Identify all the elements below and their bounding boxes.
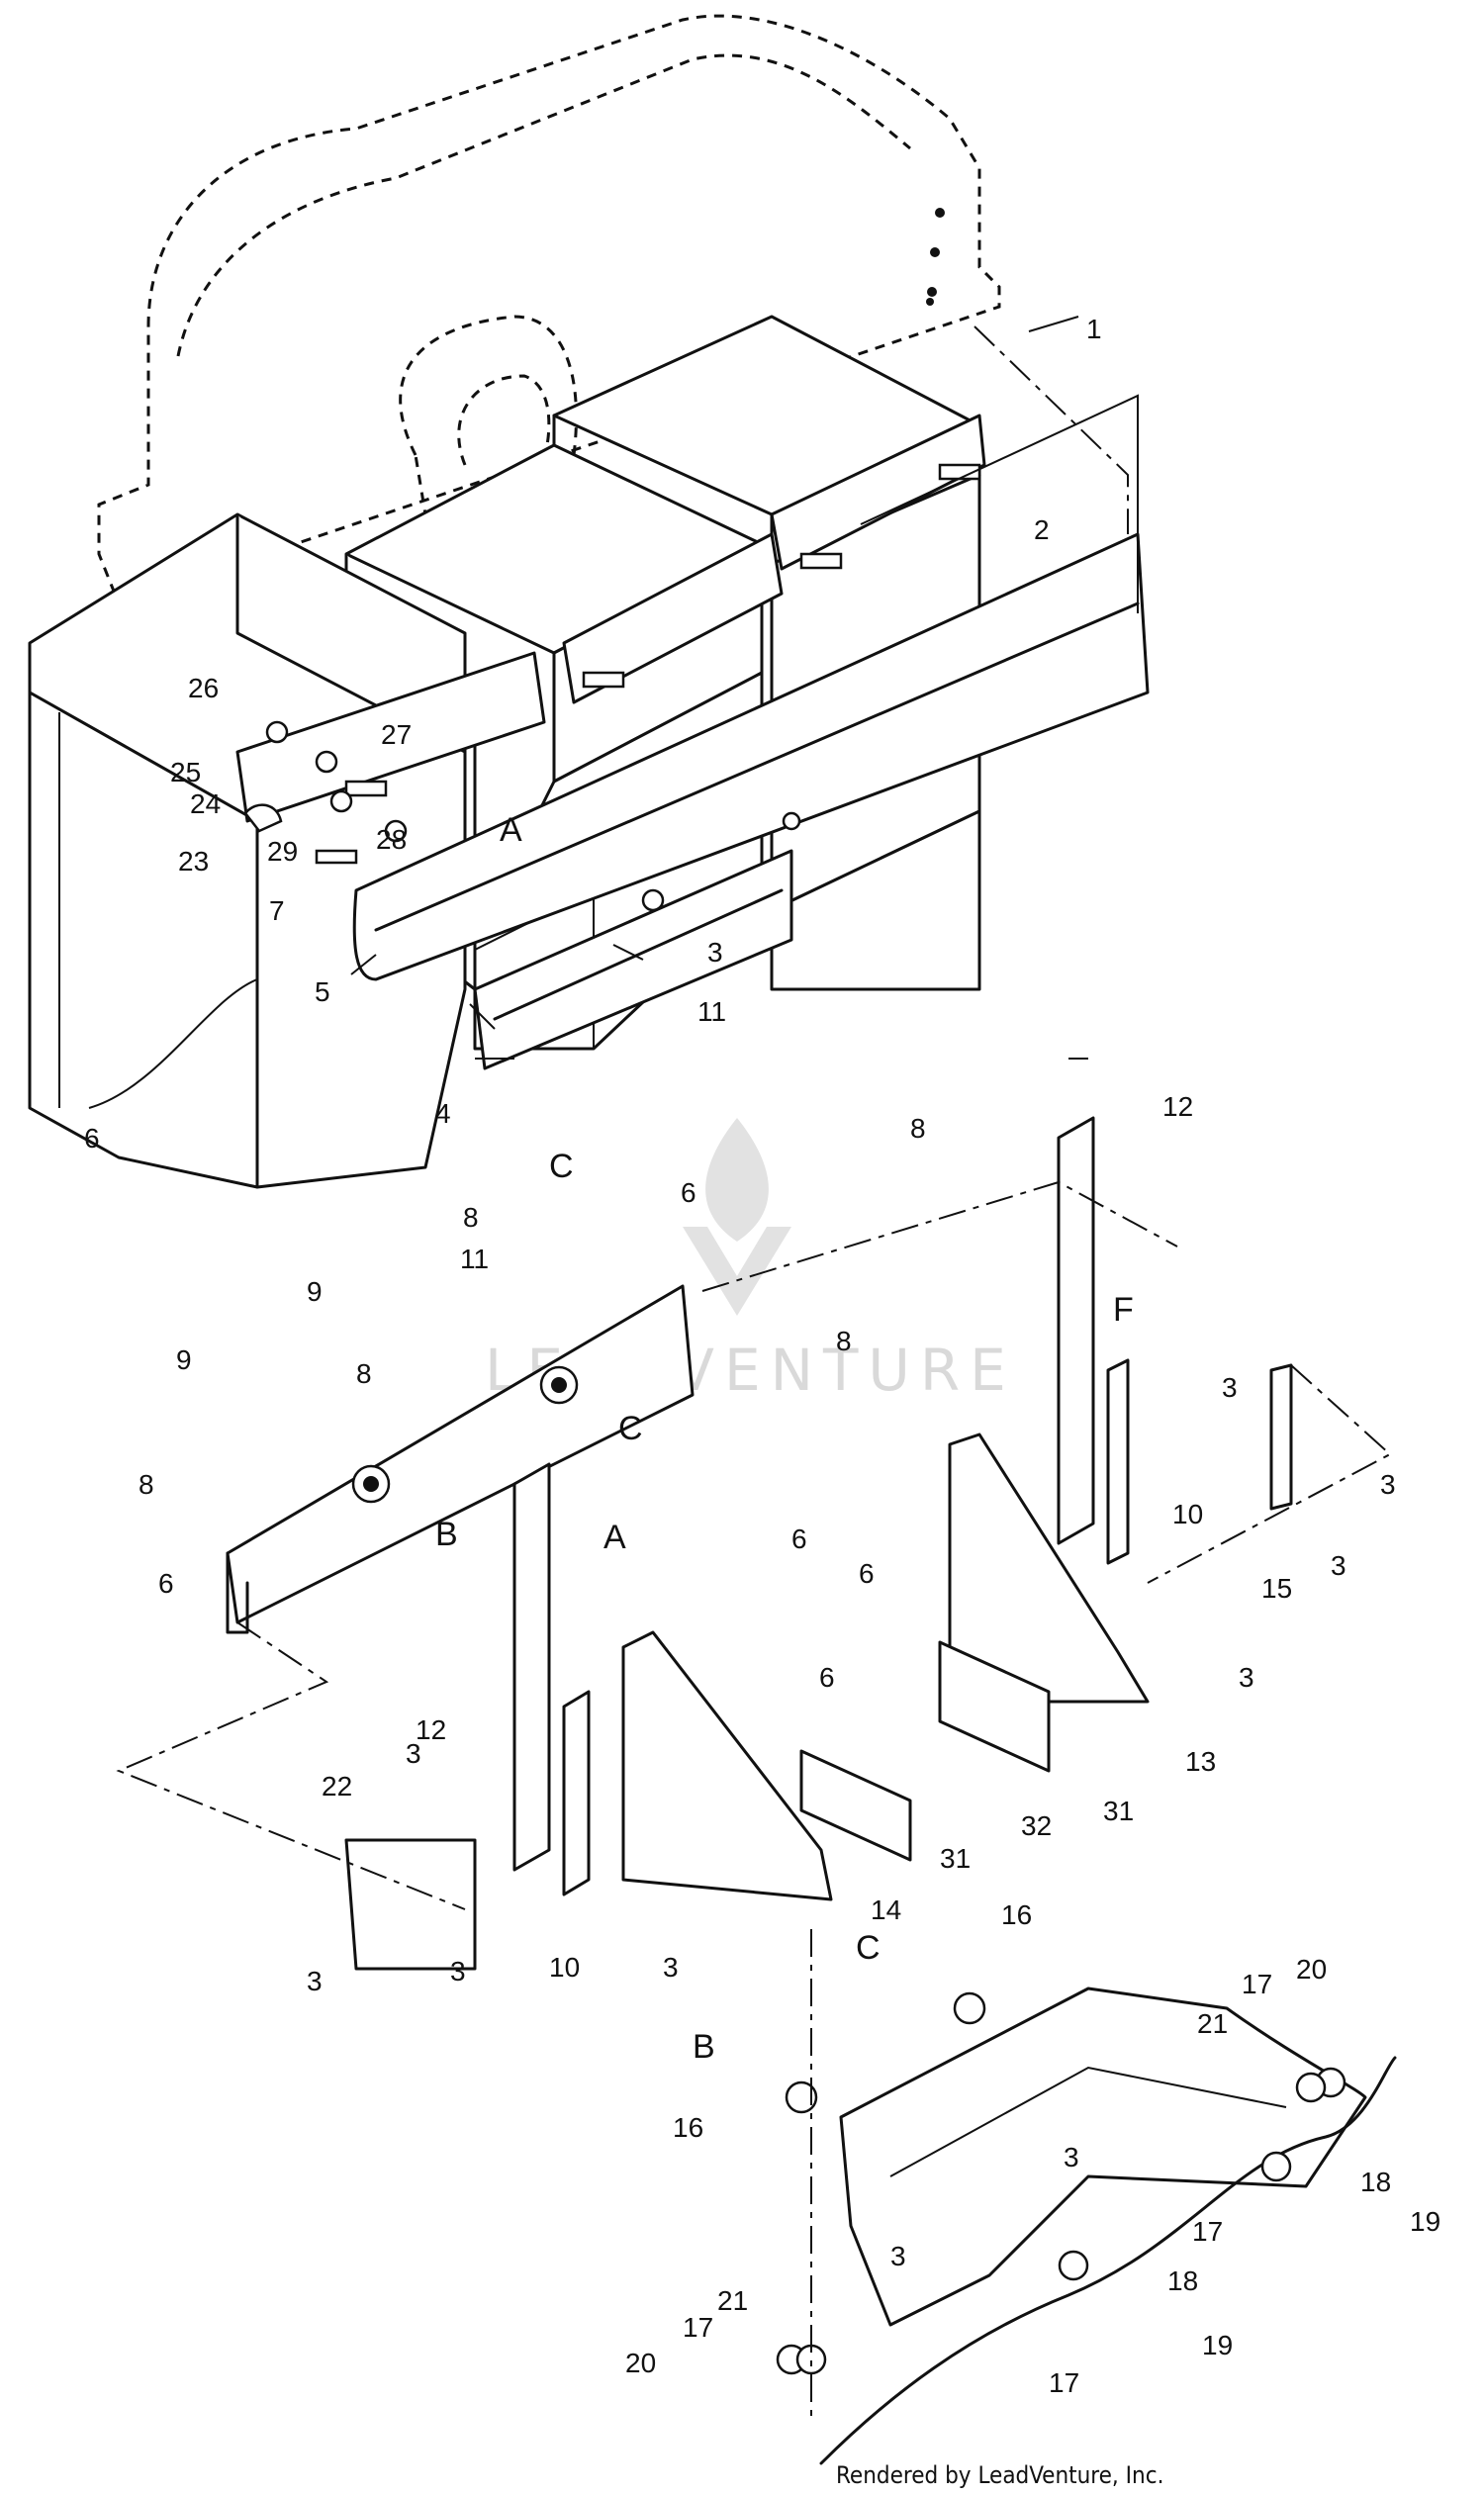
callout-12a: 12 — [1162, 1091, 1193, 1122]
ref-f: F — [1113, 1291, 1134, 1329]
leader-lines — [350, 316, 1088, 1060]
callout-3j: 3 — [890, 2241, 906, 2271]
callout-21a: 21 — [1197, 2008, 1228, 2039]
callout-23: 23 — [178, 846, 209, 877]
callout-1: 1 — [1086, 314, 1102, 344]
callout-17b: 17 — [1192, 2216, 1223, 2247]
callout-6e: 6 — [819, 1662, 835, 1693]
callout-2: 2 — [1034, 514, 1050, 545]
callout-6c: 6 — [158, 1568, 174, 1599]
callout-3i: 3 — [1064, 2142, 1079, 2172]
callout-9a: 9 — [307, 1276, 323, 1307]
side-brackets — [344, 1433, 1150, 1971]
ref-c-lower: C — [856, 1929, 881, 1967]
ref-c-plate: C — [618, 1410, 643, 1447]
callout-20a: 20 — [1296, 1954, 1327, 1985]
catcher-hood — [97, 14, 1001, 605]
callout-18a: 18 — [1360, 2167, 1391, 2197]
callout-8b: 8 — [463, 1202, 479, 1233]
ref-b-plate: B — [435, 1516, 458, 1553]
callout-numbers: 1 2 3 4 5 6 7 11 23 24 25 26 27 28 29 8 … — [84, 314, 1440, 2398]
callout-20b: 20 — [625, 2348, 656, 2378]
callout-26: 26 — [188, 673, 219, 703]
callout-6a: 6 — [681, 1177, 696, 1208]
callout-3g: 3 — [663, 1952, 679, 1983]
callout-3h: 3 — [307, 1966, 323, 1996]
callout-21b: 21 — [717, 2285, 748, 2316]
callout-8a: 8 — [910, 1113, 926, 1144]
callout-31b: 31 — [940, 1843, 971, 1874]
callout-8c: 8 — [356, 1358, 372, 1389]
callout-3f: 3 — [450, 1956, 466, 1987]
callout-6: 6 — [84, 1123, 100, 1154]
callout-3a: 3 — [1222, 1372, 1238, 1403]
callout-25: 25 — [170, 757, 201, 787]
callout-32: 32 — [1021, 1810, 1052, 1841]
ref-c-top: C — [549, 1148, 574, 1185]
ref-b-lower: B — [693, 2028, 715, 2066]
mount-plate — [226, 1284, 695, 1634]
callout-9b: 9 — [176, 1344, 192, 1375]
callout-24: 24 — [190, 788, 221, 819]
callout-14: 14 — [871, 1895, 901, 1925]
ref-a-upper: A — [500, 811, 522, 849]
callout-3e: 3 — [406, 1738, 421, 1769]
reference-letters: A C F C B A C B — [435, 811, 1134, 2066]
callout-17a: 17 — [1242, 1969, 1272, 1999]
callout-3d: 3 — [1239, 1662, 1254, 1693]
callout-31a: 31 — [1103, 1796, 1134, 1826]
callout-8d: 8 — [836, 1326, 852, 1356]
callout-10b: 10 — [549, 1952, 580, 1983]
callout-10a: 10 — [1172, 1499, 1203, 1529]
callout-4: 4 — [435, 1098, 451, 1129]
callout-5: 5 — [315, 976, 330, 1007]
callout-12b: 12 — [416, 1714, 446, 1745]
uprights — [512, 1116, 1293, 1896]
callout-16b: 16 — [673, 2112, 703, 2143]
callout-17d: 17 — [1049, 2367, 1079, 2398]
callout-6d: 6 — [859, 1558, 875, 1589]
frame-rails — [352, 394, 1150, 1070]
callout-6b: 6 — [791, 1524, 807, 1554]
callout-3: 3 — [707, 937, 723, 968]
callout-15: 15 — [1261, 1573, 1292, 1604]
callout-3b: 3 — [1380, 1469, 1396, 1500]
callout-19a: 19 — [1410, 2206, 1440, 2237]
callout-7: 7 — [269, 895, 285, 926]
callout-22: 22 — [322, 1771, 352, 1802]
latch-hardware — [243, 720, 408, 865]
assembly-lines — [116, 325, 1392, 2424]
callout-19b: 19 — [1202, 2330, 1233, 2360]
weight-bracket — [776, 1987, 1397, 2465]
callout-17c: 17 — [683, 2312, 713, 2343]
callout-29: 29 — [267, 836, 298, 867]
callout-27: 27 — [381, 719, 412, 750]
callout-3c: 3 — [1331, 1550, 1346, 1581]
credit-text: Rendered by LeadVenture, Inc. — [836, 2461, 1163, 2489]
callout-28: 28 — [376, 824, 407, 855]
callout-16a: 16 — [1001, 1899, 1032, 1930]
bag-brackets — [235, 414, 986, 823]
callout-8e: 8 — [139, 1469, 154, 1500]
callout-11b: 11 — [460, 1244, 489, 1274]
ref-a-plate: A — [603, 1519, 626, 1556]
callout-18b: 18 — [1167, 2265, 1198, 2296]
callout-13: 13 — [1185, 1746, 1216, 1777]
callout-11: 11 — [697, 996, 726, 1027]
